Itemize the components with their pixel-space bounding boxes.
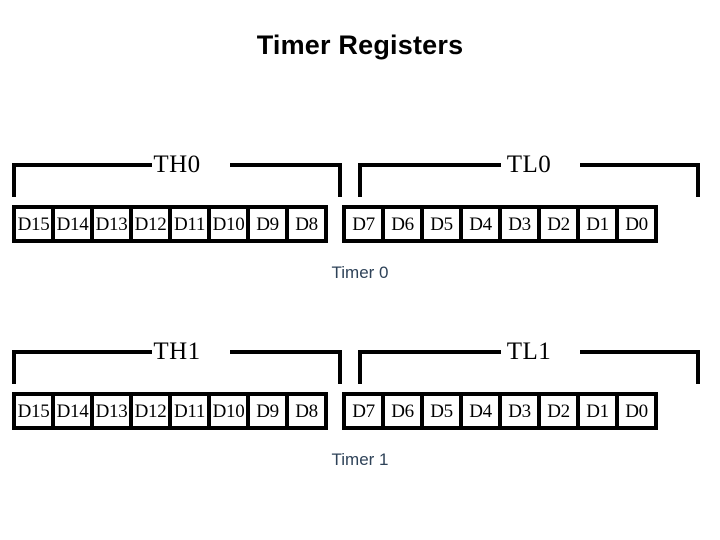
- bit-cell: D9: [246, 392, 289, 430]
- bit-group-th0: D15 D14 D13 D12 D11 D10 D9 D8: [12, 205, 328, 243]
- bracket-line-right: [230, 163, 342, 167]
- bit-cell: D6: [381, 392, 424, 430]
- bit-cell: D13: [90, 205, 133, 243]
- bracket-row-timer0: TH0 TL0: [0, 150, 720, 198]
- bracket-line-left: [12, 163, 152, 167]
- bracket-tick-left-icon: [12, 350, 16, 384]
- page-title: Timer Registers: [256, 30, 464, 60]
- bit-cell: D7: [342, 205, 385, 243]
- bracket-tl1: TL1: [358, 337, 700, 385]
- bracket-line-right: [580, 163, 700, 167]
- bracket-tick-right-icon: [696, 350, 700, 384]
- bit-cell: D6: [381, 205, 424, 243]
- bracket-tick-right-icon: [338, 350, 342, 384]
- bracket-line-right: [230, 350, 342, 354]
- bit-cell: D2: [537, 205, 580, 243]
- register-diagram-timer1: TH1 TL1 D15 D14 D13 D12 D11 D10 D9 D8 D7…: [0, 337, 720, 469]
- bracket-line-left: [12, 350, 152, 354]
- diagram-caption-timer0: Timer 0: [331, 263, 389, 282]
- bracket-line-left: [358, 163, 501, 167]
- bit-cell: D11: [168, 392, 211, 430]
- bit-cell: D3: [498, 205, 541, 243]
- bit-cell: D12: [129, 205, 172, 243]
- bit-cell: D14: [51, 205, 94, 243]
- bracket-tick-left-icon: [12, 163, 16, 197]
- bit-cell: D5: [420, 392, 463, 430]
- bracket-tl0: TL0: [358, 150, 700, 198]
- bracket-line-left: [358, 350, 501, 354]
- bit-cell: D11: [168, 205, 211, 243]
- bit-cell: D9: [246, 205, 289, 243]
- bit-cell: D2: [537, 392, 580, 430]
- bracket-th0: TH0: [12, 150, 342, 198]
- diagram-caption-timer1: Timer 1: [331, 450, 389, 469]
- bit-cell: D5: [420, 205, 463, 243]
- bracket-label-tl1: TL1: [506, 338, 552, 365]
- bracket-tick-right-icon: [696, 163, 700, 197]
- bracket-tick-left-icon: [358, 350, 362, 384]
- bit-cell: D13: [90, 392, 133, 430]
- bit-cell: D0: [615, 392, 658, 430]
- bit-cell-row-timer1: D15 D14 D13 D12 D11 D10 D9 D8 D7 D6 D5 D…: [12, 392, 658, 430]
- bit-group-tl0: D7 D6 D5 D4 D3 D2 D1 D0: [342, 205, 658, 243]
- bit-cell: D3: [498, 392, 541, 430]
- bit-cell: D4: [459, 392, 502, 430]
- bracket-label-tl0: TL0: [506, 151, 552, 178]
- bracket-label-th0: TH0: [153, 151, 201, 178]
- bit-cell-row-timer0: D15 D14 D13 D12 D11 D10 D9 D8 D7 D6 D5 D…: [12, 205, 658, 243]
- bracket-label-th1: TH1: [153, 338, 201, 365]
- register-diagram-timer0: TH0 TL0 D15 D14 D13 D12 D11 D10 D9 D8 D7…: [0, 150, 720, 282]
- bit-cell: D1: [576, 392, 619, 430]
- bracket-tick-right-icon: [338, 163, 342, 197]
- bit-cell: D12: [129, 392, 172, 430]
- bracket-tick-left-icon: [358, 163, 362, 197]
- bit-cell: D1: [576, 205, 619, 243]
- bit-cell: D15: [12, 205, 55, 243]
- bit-group-th1: D15 D14 D13 D12 D11 D10 D9 D8: [12, 392, 328, 430]
- bit-cell: D14: [51, 392, 94, 430]
- bit-cell: D0: [615, 205, 658, 243]
- bit-cell: D8: [285, 392, 328, 430]
- bracket-line-right: [580, 350, 700, 354]
- bit-cell: D4: [459, 205, 502, 243]
- bit-cell: D10: [207, 392, 250, 430]
- bit-cell: D7: [342, 392, 385, 430]
- bit-cell: D15: [12, 392, 55, 430]
- bracket-row-timer1: TH1 TL1: [0, 337, 720, 385]
- bit-group-tl1: D7 D6 D5 D4 D3 D2 D1 D0: [342, 392, 658, 430]
- bit-cell: D8: [285, 205, 328, 243]
- bit-cell: D10: [207, 205, 250, 243]
- bracket-th1: TH1: [12, 337, 342, 385]
